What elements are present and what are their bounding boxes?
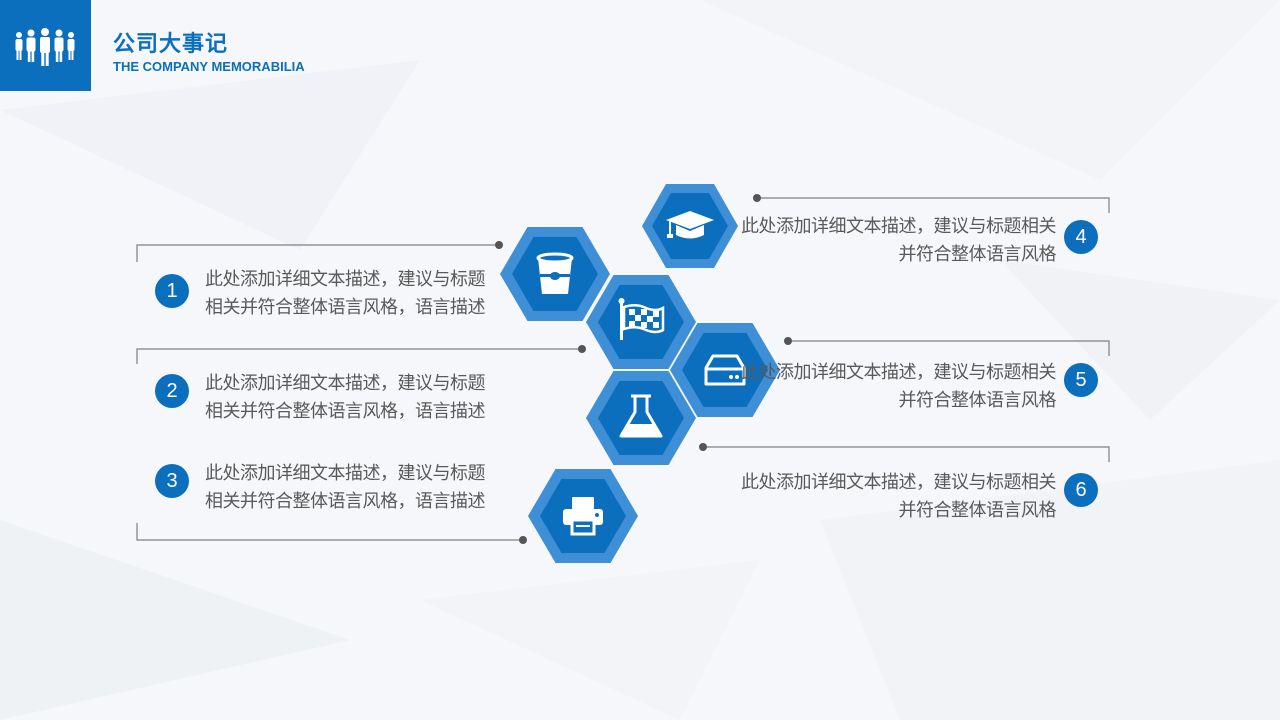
graduation-cap-icon bbox=[666, 211, 714, 239]
page-subtitle: THE COMPANY MEMORABILIA bbox=[113, 59, 305, 74]
logo-box bbox=[0, 0, 91, 91]
connector-dot-4 bbox=[753, 194, 761, 202]
number-badge-6: 6 bbox=[1064, 473, 1098, 507]
number-badge-2: 2 bbox=[155, 374, 189, 408]
number-badge-1: 1 bbox=[155, 274, 189, 308]
connector-dot-5 bbox=[784, 337, 792, 345]
flask-icon bbox=[619, 394, 663, 438]
hexagon-bucket bbox=[500, 227, 610, 321]
hexagon-printer bbox=[528, 469, 638, 563]
connector-line-1 bbox=[136, 244, 499, 262]
item-description-4: 此处添加详细文本描述，建议与标题相关并符合整体语言风格 bbox=[741, 216, 1057, 265]
hexagon-hard-drive bbox=[670, 323, 780, 417]
connector-line-6 bbox=[703, 446, 1110, 462]
connector-line-5 bbox=[788, 340, 1110, 356]
item-description-5: 此处添加详细文本描述，建议与标题相关并符合整体语言风格 bbox=[741, 362, 1057, 411]
connector-line-3 bbox=[136, 523, 523, 541]
hexagon-flag bbox=[586, 275, 696, 369]
printer-icon bbox=[563, 497, 603, 536]
page-title: 公司大事记 bbox=[113, 32, 229, 57]
item-description-2: 此处添加详细文本描述，建议与标题相关并符合整体语言风格，语言描述 bbox=[205, 373, 486, 422]
number-badge-3: 3 bbox=[155, 464, 189, 498]
connector-dot-2 bbox=[578, 345, 586, 353]
number-badge-4: 4 bbox=[1064, 220, 1098, 254]
hexagon-graduation-cap bbox=[642, 184, 738, 268]
people-group-icon bbox=[15, 28, 75, 66]
bucket-icon bbox=[536, 252, 574, 294]
connector-dot-1 bbox=[495, 241, 503, 249]
flag-icon bbox=[618, 298, 665, 340]
number-badge-5: 5 bbox=[1064, 363, 1098, 397]
hard-drive-icon bbox=[704, 354, 746, 386]
connector-dot-3 bbox=[519, 536, 527, 544]
hexagon-flask bbox=[586, 371, 696, 465]
connector-line-2 bbox=[136, 348, 582, 364]
connector-dot-6 bbox=[699, 443, 707, 451]
item-description-6: 此处添加详细文本描述，建议与标题相关并符合整体语言风格 bbox=[741, 472, 1057, 521]
item-description-3: 此处添加详细文本描述，建议与标题相关并符合整体语言风格，语言描述 bbox=[205, 463, 486, 512]
item-description-1: 此处添加详细文本描述，建议与标题相关并符合整体语言风格，语言描述 bbox=[205, 269, 486, 318]
connector-line-4 bbox=[757, 197, 1110, 213]
